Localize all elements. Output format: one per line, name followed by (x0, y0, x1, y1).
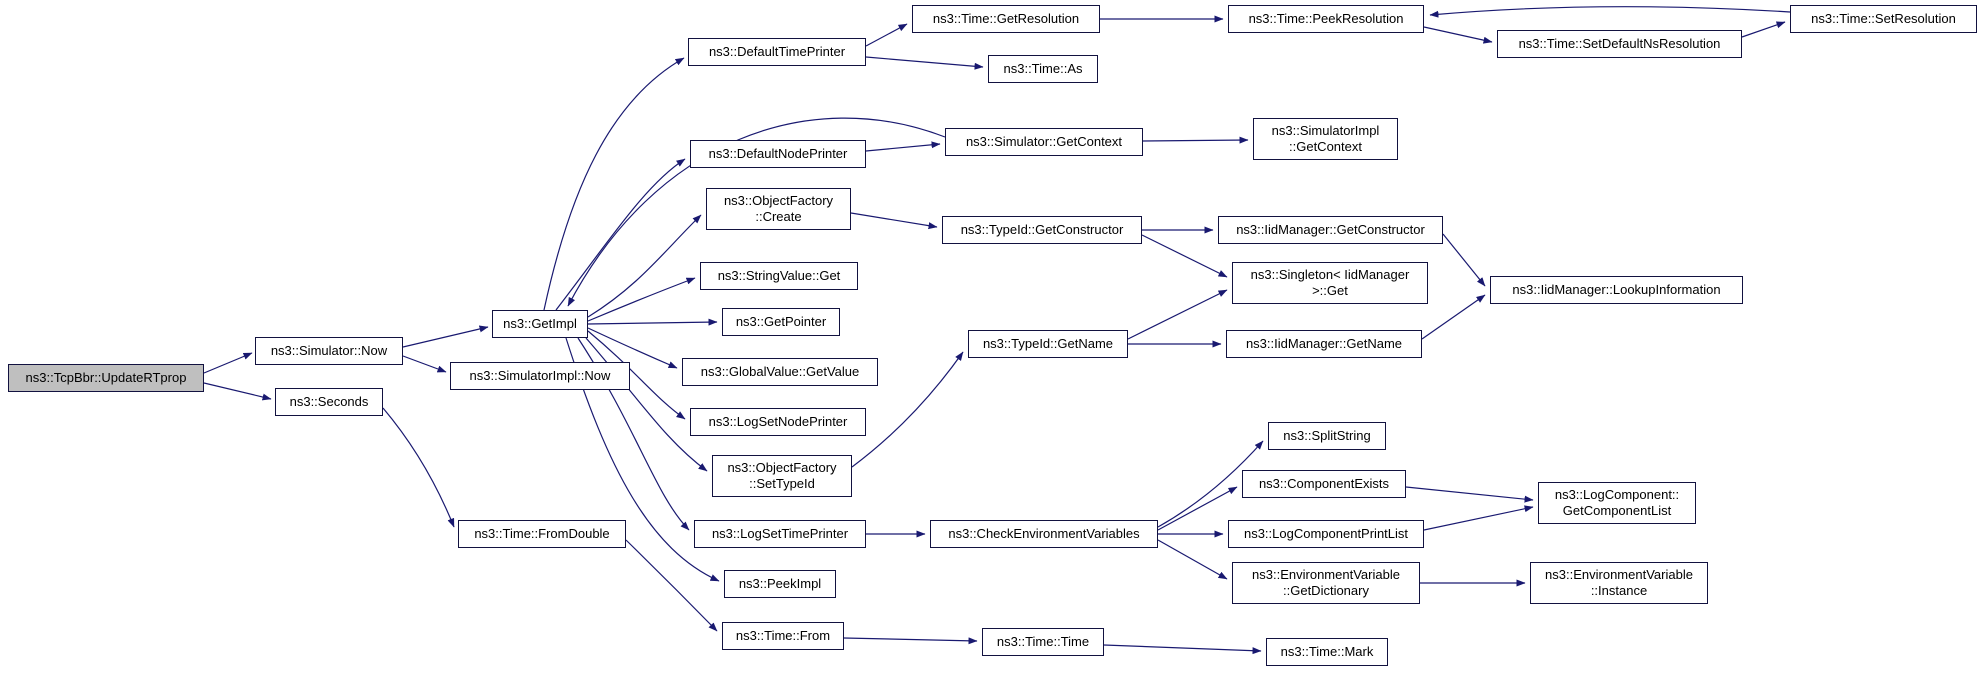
node-ns3-getpointer[interactable]: ns3::GetPointer (722, 308, 840, 336)
node-ns3-splitstring[interactable]: ns3::SplitString (1268, 422, 1386, 450)
node-ns3-simulatorimpl-getcontext[interactable]: ns3::SimulatorImpl ::GetContext (1253, 118, 1398, 160)
node-ns3-iidmanager-getname[interactable]: ns3::IidManager::GetName (1226, 330, 1422, 358)
edge-get_impl-to-string_value_get (587, 277, 696, 322)
node-ns3-logsetnodeprinter[interactable]: ns3::LogSetNodePrinter (690, 408, 866, 436)
edge-time_set_resolution-to-time_peek_resolution (1429, 6, 1791, 18)
edge-default_time_printer-to-time_as (865, 56, 984, 70)
node-ns3-singleton-iidmanager-get[interactable]: ns3::Singleton< IidManager >::Get (1232, 262, 1428, 304)
edge-check_environment_variables-to-split_string (1157, 440, 1264, 528)
node-ns3-simulator-getcontext[interactable]: ns3::Simulator::GetContext (945, 128, 1143, 156)
node-ns3-typeid-getname[interactable]: ns3::TypeId::GetName (968, 330, 1128, 358)
edge-get_impl-to-default_node_printer (555, 158, 686, 311)
node-ns3-componentexists[interactable]: ns3::ComponentExists (1242, 470, 1406, 498)
edge-seconds-to-time_from_double (382, 407, 455, 528)
node-ns3-time-mark[interactable]: ns3::Time::Mark (1266, 638, 1388, 666)
edge-time_from-to-time_time (843, 637, 978, 645)
edge-simulator_now-to-get_impl (402, 325, 489, 348)
edge-update_rtprop-to-seconds (203, 382, 272, 401)
edge-get_impl-to-object_factory_set_type_id (585, 337, 708, 472)
edge-get_impl-to-object_factory_create (587, 214, 702, 318)
edge-object_factory_set_type_id-to-type_id_get_name (851, 351, 964, 468)
node-ns3-logcomponent-getcomponentlist[interactable]: ns3::LogComponent:: GetComponentList (1538, 482, 1696, 524)
edge-object_factory_create-to-type_id_get_constructor (850, 212, 938, 230)
node-ns3-objectfactory-create[interactable]: ns3::ObjectFactory ::Create (706, 188, 851, 230)
edge-time_set_default_ns_resolution-to-time_set_resolution (1741, 21, 1786, 38)
edge-time_time-to-time_mark (1103, 644, 1262, 655)
edge-type_id_get_constructor-to-singleton_iid_manager_get (1141, 234, 1228, 278)
edge-time_peek_resolution-to-time_set_default_ns_resolution (1423, 26, 1493, 44)
node-ns3-logsettimeprinter[interactable]: ns3::LogSetTimePrinter (694, 520, 866, 548)
edge-default_time_printer-to-time_get_resolution (865, 23, 908, 47)
edge-iid_manager_get_name-to-iid_manager_lookup_information (1421, 294, 1486, 340)
node-ns3-objectfactory-settypeid[interactable]: ns3::ObjectFactory ::SetTypeId (712, 455, 852, 497)
edge-check_environment_variables-to-component_exists (1157, 486, 1238, 531)
node-ns3-seconds[interactable]: ns3::Seconds (275, 388, 383, 416)
node-ns3-time-as[interactable]: ns3::Time::As (988, 55, 1098, 83)
node-ns3-time-peekresolution[interactable]: ns3::Time::PeekResolution (1228, 5, 1424, 33)
edge-log_component_print_list-to-log_component_get_component_list (1423, 505, 1534, 531)
node-ns3-time-time[interactable]: ns3::Time::Time (982, 628, 1104, 656)
edge-default_node_printer-to-simulator_get_context (865, 141, 941, 152)
node-ns3-environmentvariable-getdictionary[interactable]: ns3::EnvironmentVariable ::GetDictionary (1232, 562, 1420, 604)
edge-simulator_get_context-to-get_impl (567, 117, 946, 307)
node-ns3-simulator-now[interactable]: ns3::Simulator::Now (255, 337, 403, 365)
node-ns3-time-getresolution[interactable]: ns3::Time::GetResolution (912, 5, 1100, 33)
node-ns3-iidmanager-lookupinformation[interactable]: ns3::IidManager::LookupInformation (1490, 276, 1743, 304)
node-ns3-logcomponentprintlist[interactable]: ns3::LogComponentPrintList (1228, 520, 1424, 548)
edge-simulator_get_context-to-simulator_impl_get_context (1142, 136, 1249, 144)
node-ns3-simulatorimpl-now[interactable]: ns3::SimulatorImpl::Now (450, 362, 630, 390)
edge-update_rtprop-to-simulator_now (203, 352, 253, 374)
node-ns3-stringvalue-get[interactable]: ns3::StringValue::Get (700, 262, 858, 290)
edge-component_exists-to-log_component_get_component_list (1405, 486, 1534, 503)
edge-time_from_double-to-time_from (625, 539, 718, 632)
node-ns3-globalvalue-getvalue[interactable]: ns3::GlobalValue::GetValue (682, 358, 878, 386)
edge-get_impl-to-default_time_printer (543, 57, 685, 311)
node-ns3-time-setresolution[interactable]: ns3::Time::SetResolution (1790, 5, 1977, 33)
node-ns3-peekimpl[interactable]: ns3::PeekImpl (724, 570, 836, 598)
edge-get_impl-to-get_pointer (587, 318, 718, 326)
node-ns3-time-setdefaultnsresolution[interactable]: ns3::Time::SetDefaultNsResolution (1497, 30, 1742, 58)
node-ns3-getimpl[interactable]: ns3::GetImpl (492, 310, 588, 338)
node-ns3-iidmanager-getconstructor[interactable]: ns3::IidManager::GetConstructor (1218, 216, 1443, 244)
edge-iid_manager_get_constructor-to-iid_manager_lookup_information (1442, 233, 1486, 287)
node-ns3-environmentvariable-instance[interactable]: ns3::EnvironmentVariable ::Instance (1530, 562, 1708, 604)
node-ns3-defaulttimeprinter[interactable]: ns3::DefaultTimePrinter (688, 38, 866, 66)
edge-type_id_get_name-to-singleton_iid_manager_get (1127, 289, 1228, 340)
edge-simulator_now-to-simulator_impl_now (402, 355, 447, 373)
node-ns3-checkenvironmentvariables[interactable]: ns3::CheckEnvironmentVariables (930, 520, 1158, 548)
node-ns3-time-fromdouble[interactable]: ns3::Time::FromDouble (458, 520, 626, 548)
node-ns3-defaultnodeprinter[interactable]: ns3::DefaultNodePrinter (690, 140, 866, 168)
edge-get_impl-to-global_value_get_value (587, 327, 678, 369)
node-ns3-typeid-getconstructor[interactable]: ns3::TypeId::GetConstructor (942, 216, 1142, 244)
node-ns3-tcpbbr-updatertprop: ns3::TcpBbr::UpdateRTprop (8, 364, 204, 392)
edge-check_environment_variables-to-environment_variable_get_dictionary (1157, 539, 1228, 580)
edge-get_impl-to-log_set_node_printer (587, 330, 686, 420)
node-ns3-time-from[interactable]: ns3::Time::From (722, 622, 844, 650)
